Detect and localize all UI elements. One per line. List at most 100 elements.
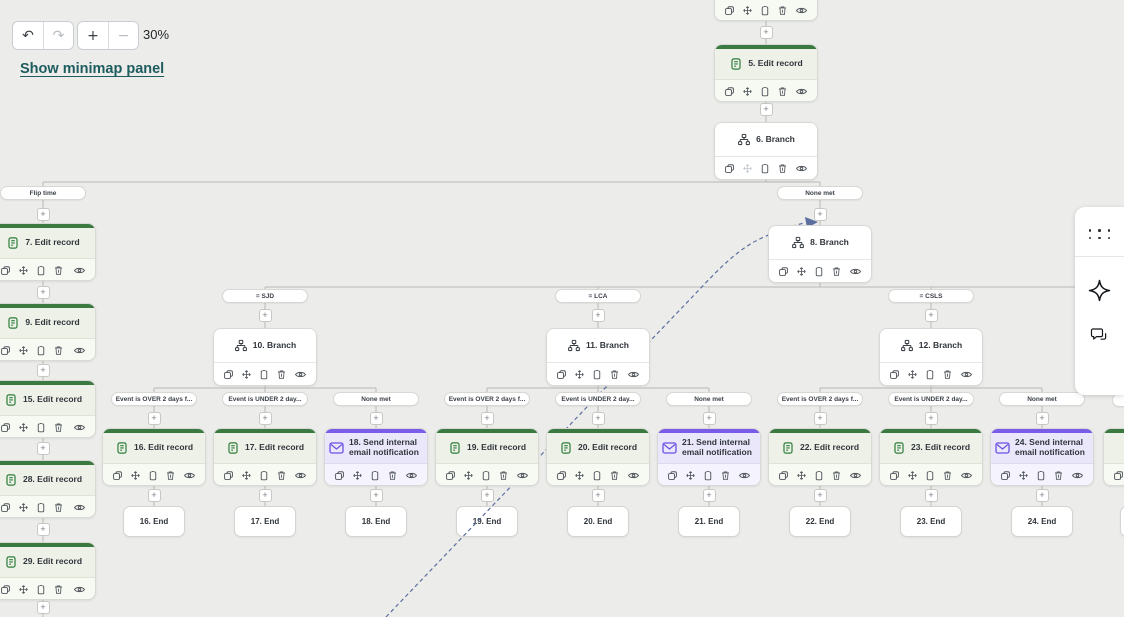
preview-icon[interactable] [183, 471, 196, 480]
delete-icon[interactable] [53, 265, 64, 276]
move-icon[interactable] [18, 584, 29, 595]
workflow-node-23[interactable]: 23. Edit record [879, 428, 983, 486]
delete-icon[interactable] [609, 369, 620, 380]
preview-icon[interactable] [627, 370, 640, 379]
delete-icon[interactable] [387, 470, 398, 481]
workflow-node-29[interactable]: 29. Edit record [0, 542, 96, 600]
workflow-node-5[interactable]: 5. Edit record [714, 44, 818, 102]
workflow-node-20[interactable]: 20. Edit record [546, 428, 650, 486]
undo-button[interactable]: ↶ [13, 22, 43, 49]
preview-icon[interactable] [795, 87, 808, 96]
delete-icon[interactable] [609, 470, 620, 481]
clipboard-icon[interactable] [814, 470, 824, 481]
clipboard-icon[interactable] [481, 470, 491, 481]
preview-icon[interactable] [73, 585, 86, 594]
add-action-button[interactable]: + [924, 308, 938, 322]
move-icon[interactable] [18, 502, 29, 513]
add-action-button[interactable]: + [480, 411, 494, 425]
duplicate-icon[interactable] [1113, 470, 1124, 481]
ai-assistant-button[interactable] [1088, 279, 1111, 305]
duplicate-icon[interactable] [0, 265, 11, 276]
workflow-node-6[interactable]: 6. Branch [714, 122, 818, 180]
duplicate-icon[interactable] [0, 422, 11, 433]
workflow-node-7[interactable]: 7. Edit record [0, 223, 96, 281]
clipboard-icon[interactable] [760, 163, 770, 174]
duplicate-icon[interactable] [1000, 470, 1011, 481]
workflow-node-17[interactable]: 17. Edit record [213, 428, 317, 486]
add-action-button[interactable]: + [1035, 488, 1049, 502]
add-action-button[interactable]: + [36, 207, 50, 221]
clipboard-icon[interactable] [814, 266, 824, 277]
duplicate-icon[interactable] [0, 584, 11, 595]
delete-icon[interactable] [720, 470, 731, 481]
add-action-button[interactable]: + [702, 488, 716, 502]
preview-icon[interactable] [849, 471, 862, 480]
move-icon[interactable] [685, 470, 696, 481]
add-action-button[interactable]: + [1035, 411, 1049, 425]
workflow-node-28[interactable]: 28. Edit record [0, 460, 96, 518]
add-action-button[interactable]: + [813, 411, 827, 425]
add-action-button[interactable]: + [369, 488, 383, 502]
delete-icon[interactable] [777, 86, 788, 97]
workflow-node-16[interactable]: 16. Edit record [102, 428, 206, 486]
preview-icon[interactable] [516, 471, 529, 480]
clipboard-icon[interactable] [925, 369, 935, 380]
add-action-button[interactable]: + [369, 411, 383, 425]
clipboard-icon[interactable] [36, 265, 46, 276]
preview-icon[interactable] [795, 164, 808, 173]
delete-icon[interactable] [1053, 470, 1064, 481]
delete-icon[interactable] [498, 470, 509, 481]
workflow-node-8[interactable]: 8. Branch [768, 225, 872, 283]
drag-dots-icon[interactable] [1088, 229, 1111, 240]
workflow-node-4[interactable] [714, 0, 818, 21]
delete-icon[interactable] [831, 470, 842, 481]
move-icon[interactable] [463, 470, 474, 481]
move-icon[interactable] [574, 470, 585, 481]
move-icon[interactable] [241, 369, 252, 380]
add-action-button[interactable]: + [759, 102, 773, 116]
preview-icon[interactable] [960, 370, 973, 379]
delete-icon[interactable] [942, 369, 953, 380]
delete-icon[interactable] [165, 470, 176, 481]
add-action-button[interactable]: + [759, 25, 773, 39]
duplicate-icon[interactable] [724, 5, 735, 16]
preview-icon[interactable] [294, 370, 307, 379]
delete-icon[interactable] [53, 584, 64, 595]
comments-button[interactable] [1090, 327, 1109, 347]
workflow-node-21[interactable]: 21. Send internal email notification [657, 428, 761, 486]
zoom-out-button[interactable]: − [108, 22, 138, 49]
move-icon[interactable] [796, 266, 807, 277]
add-action-button[interactable]: + [36, 441, 50, 455]
zoom-in-button[interactable]: + [78, 22, 108, 49]
move-icon[interactable] [352, 470, 363, 481]
duplicate-icon[interactable] [223, 369, 234, 380]
preview-icon[interactable] [294, 471, 307, 480]
preview-icon[interactable] [1071, 471, 1084, 480]
duplicate-icon[interactable] [112, 470, 123, 481]
clipboard-icon[interactable] [370, 470, 380, 481]
preview-icon[interactable] [627, 471, 640, 480]
clipboard-icon[interactable] [592, 369, 602, 380]
move-icon[interactable] [130, 470, 141, 481]
clipboard-icon[interactable] [703, 470, 713, 481]
duplicate-icon[interactable] [778, 266, 789, 277]
add-action-button[interactable]: + [36, 522, 50, 536]
delete-icon[interactable] [53, 422, 64, 433]
duplicate-icon[interactable] [778, 470, 789, 481]
preview-icon[interactable] [405, 471, 418, 480]
move-icon[interactable] [742, 86, 753, 97]
delete-icon[interactable] [53, 502, 64, 513]
duplicate-icon[interactable] [724, 163, 735, 174]
duplicate-icon[interactable] [889, 470, 900, 481]
workflow-node-24[interactable]: 24. Send internal email notification [990, 428, 1094, 486]
workflow-node-15[interactable]: 15. Edit record [0, 380, 96, 438]
preview-icon[interactable] [73, 346, 86, 355]
add-action-button[interactable]: + [813, 488, 827, 502]
workflow-node-10[interactable]: 10. Branch [213, 328, 317, 386]
duplicate-icon[interactable] [334, 470, 345, 481]
add-action-button[interactable]: + [258, 308, 272, 322]
duplicate-icon[interactable] [223, 470, 234, 481]
clipboard-icon[interactable] [36, 584, 46, 595]
duplicate-icon[interactable] [667, 470, 678, 481]
delete-icon[interactable] [276, 369, 287, 380]
